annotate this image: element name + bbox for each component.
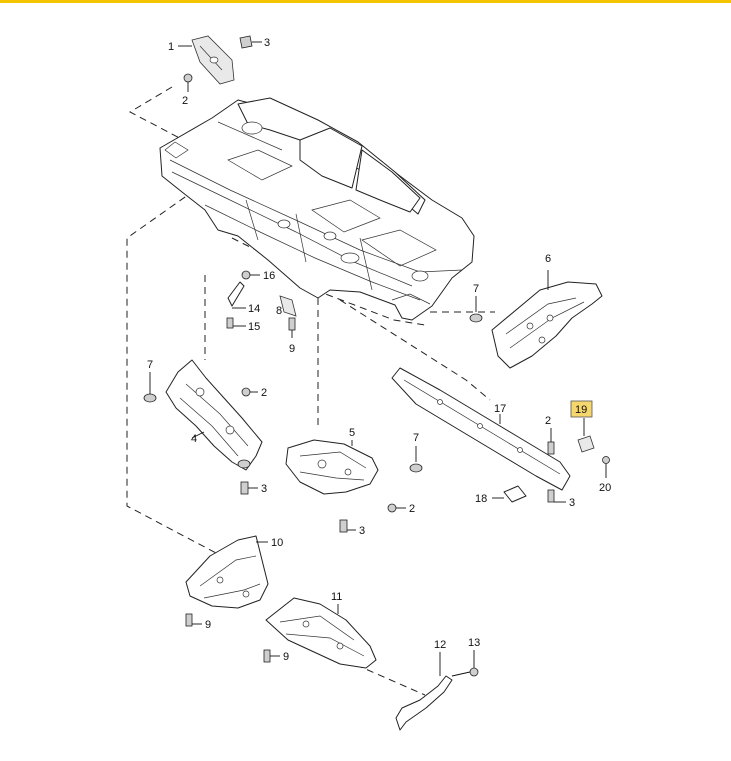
callout-16: 16 — [263, 270, 275, 282]
callout-11: 11 — [331, 591, 342, 603]
fastener-9-left — [185, 613, 202, 627]
fastener-2-right — [547, 428, 555, 455]
part-10-underbody-shield — [185, 535, 269, 609]
callout-7-center: 7 — [413, 432, 419, 444]
callout-20: 20 — [599, 482, 611, 494]
top-accent-bar — [0, 0, 731, 3]
callout-3-right: 3 — [569, 497, 575, 509]
callout-2-center: 2 — [409, 503, 415, 515]
part-4-underbody-shield — [165, 359, 263, 471]
callout-18: 18 — [475, 493, 487, 505]
callout-5: 5 — [349, 427, 355, 439]
callout-10: 10 — [271, 537, 283, 549]
callout-7-right: 7 — [473, 283, 479, 295]
callout-19: 19 — [575, 404, 587, 416]
fastener-7-right — [469, 296, 483, 323]
fastener-3-center — [339, 519, 356, 533]
callout-9-left: 9 — [205, 619, 211, 631]
callout-14: 14 — [248, 303, 260, 315]
dash-line-part17 — [339, 299, 491, 401]
callout-12: 12 — [434, 639, 446, 651]
car-windshield-opening — [299, 127, 363, 189]
callout-15: 15 — [248, 321, 260, 333]
callout-7-left: 7 — [147, 359, 153, 371]
fastener-20 — [602, 456, 610, 478]
callout-9-bottom: 9 — [283, 651, 289, 663]
part-8-clip — [279, 295, 297, 317]
callouts: 1 2 3 16 14 15 8 9 6 7 7 2 4 3 5 7 2 3 1… — [147, 37, 611, 663]
dash-line-part6 — [314, 289, 426, 326]
callout-17: 17 — [494, 403, 506, 415]
fastener-15 — [226, 317, 246, 329]
callout-3-top: 3 — [264, 37, 270, 49]
part-11-underbody-shield — [265, 597, 377, 669]
fastener-2-left — [241, 387, 258, 397]
fastener-2-top — [183, 73, 193, 92]
callout-2-right: 2 — [545, 415, 551, 427]
part-19-bracket — [577, 418, 595, 453]
callout-3-center: 3 — [359, 525, 365, 537]
callout-6: 6 — [545, 253, 551, 265]
fastener-9-mid — [288, 317, 296, 338]
part-18-pad — [492, 485, 527, 503]
part-1-bracket — [178, 35, 235, 85]
callout-2-left: 2 — [261, 387, 267, 399]
fastener-3-left — [240, 481, 258, 495]
callout-9-mid: 9 — [289, 343, 295, 355]
fastener-7-center — [409, 446, 423, 473]
car-side-window-opening — [355, 149, 421, 213]
callout-4: 4 — [191, 433, 197, 445]
fastener-7-left — [143, 372, 157, 403]
callout-8: 8 — [276, 305, 282, 317]
fastener-16 — [241, 270, 260, 280]
fastener-3-top — [239, 35, 262, 49]
car-body-underbody — [159, 97, 475, 321]
fastener-9-bottom — [263, 649, 280, 663]
callout-1: 1 — [168, 41, 174, 53]
fastener-13 — [451, 650, 479, 677]
part-5-underbody-shield — [285, 439, 379, 495]
callout-19-highlight — [570, 400, 593, 418]
callout-13: 13 — [468, 637, 480, 649]
part-12-strip — [395, 652, 453, 731]
fastener-3-right — [547, 489, 566, 503]
callout-3-left: 3 — [261, 483, 267, 495]
dash-line-part4-10 — [126, 189, 217, 554]
fastener-2-center — [387, 503, 406, 513]
part-17-rail-shield — [391, 367, 571, 491]
callout-2-top: 2 — [182, 95, 188, 107]
part-6-underbody-shield — [491, 270, 603, 369]
part-14-bracket — [227, 281, 246, 309]
